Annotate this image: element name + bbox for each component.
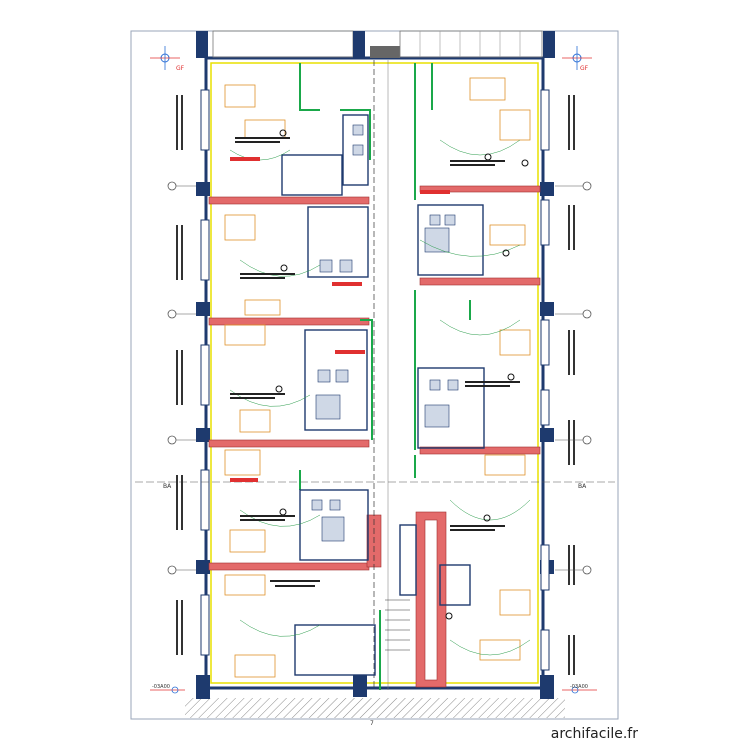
room-symbols [275,129,529,620]
grid-label-right: GF [580,65,589,72]
bottom-level-left: -03A00 [152,684,170,690]
axis-label-left: BA [163,483,172,490]
annotation-blocks [230,137,520,587]
top-stair [399,30,543,58]
top-opening [370,46,400,58]
wet-cells [281,114,485,676]
bottom-marker-left [150,686,185,694]
fixtures [311,124,459,542]
bottom-level-right: -03A00 [570,684,588,690]
side-notes [176,95,575,675]
level-marker-left [150,46,180,70]
bottom-marker-right [562,686,597,694]
green-partitions [299,63,471,690]
sheet-frame [130,30,619,720]
axis-number: 7 [370,720,374,727]
facade-windows [200,89,550,671]
grid-ticks [176,185,583,571]
partition-walls [208,185,541,688]
axis-label-right: BA [578,483,587,490]
red-callouts [230,157,450,482]
columns [196,31,555,699]
level-marker-right [562,46,592,70]
grid-label-left: GF [176,65,185,72]
inner-yellow-line [210,62,539,684]
watermark: archifacile.fr [550,726,638,742]
stair-lines [385,599,410,651]
ground-hatch [185,698,565,718]
